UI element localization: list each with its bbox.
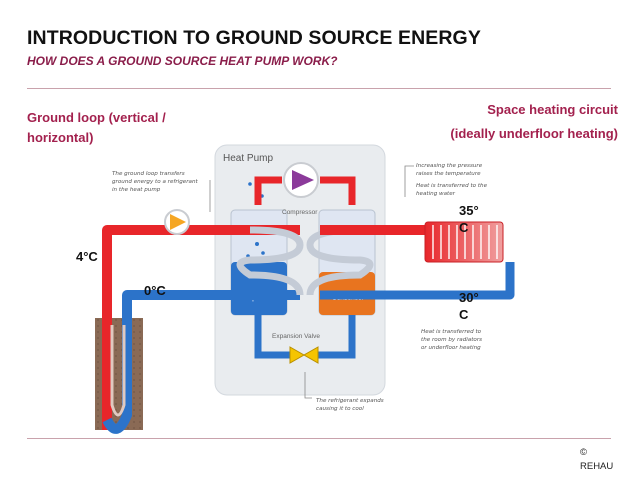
- ground-loop-flow-pipe: [102, 225, 300, 430]
- evaporator-coil: [236, 226, 304, 296]
- expansion-valve-icon: [289, 346, 306, 364]
- brand-name: REHAU: [580, 461, 614, 472]
- svg-text:Heat is transferred to: Heat is transferred to: [421, 329, 482, 335]
- note-refrigerant-expands: The refrigerant expands causing it to co…: [316, 398, 384, 412]
- svg-text:Increasing the pressure: Increasing the pressure: [416, 163, 483, 169]
- ground-loop-heading: Ground loop (vertical / horizontal): [27, 108, 207, 148]
- bottom-divider: [27, 438, 611, 439]
- note-heating-water: Heat is transferred to the heating water: [416, 183, 488, 197]
- note-pressure: Increasing the pressure raises the tempe…: [416, 163, 483, 177]
- ground-flow-temperature: 4°C: [76, 249, 98, 264]
- heating-circuit-heading-line2: (ideally underfloor heating): [450, 126, 618, 141]
- heating-circuit-heading-line1: Space heating circuit: [487, 102, 618, 117]
- page-subtitle: HOW DOES A GROUND SOURCE HEAT PUMP WORK?: [27, 54, 338, 68]
- note-ground-loop: The ground loop transfers ground energy …: [112, 171, 198, 193]
- svg-text:raises the temperature: raises the temperature: [416, 171, 481, 177]
- radiator-icon: [424, 221, 504, 263]
- ground-loop-heading-line2: horizontal): [27, 130, 94, 145]
- heating-flow-temperature-line1: 35°: [459, 203, 479, 218]
- expansion-valve-label: Expansion Valve: [272, 333, 320, 340]
- svg-text:The refrigerant expands: The refrigerant expands: [316, 398, 384, 404]
- ground-loop-heading-line1: Ground loop (vertical /: [27, 110, 166, 125]
- svg-text:The ground loop transfers: The ground loop transfers: [112, 171, 185, 177]
- heat-pump-label: Heat Pump: [223, 153, 273, 164]
- svg-text:or underfloor heating: or underfloor heating: [421, 345, 481, 351]
- svg-text:ground energy to a refrigerant: ground energy to a refrigerant: [112, 179, 198, 185]
- ground-loop-return-pipe: [102, 290, 300, 434]
- heating-return-temperature-line2: C: [459, 307, 469, 322]
- note-room-heating: Heat is transferred to the room by radia…: [421, 329, 482, 351]
- svg-text:in the heat pump: in the heat pump: [112, 187, 161, 193]
- heating-return-pipe: [320, 262, 515, 300]
- condenser-coil: [306, 226, 374, 296]
- heating-return-temperature: 30° C: [459, 289, 485, 323]
- heating-flow-temperature-line2: C: [459, 220, 469, 235]
- page-title: INTRODUCTION TO GROUND SOURCE ENERGY: [27, 27, 481, 49]
- svg-text:causing it to cool: causing it to cool: [316, 406, 364, 412]
- copyright-notice: © REHAU: [580, 446, 613, 474]
- heating-return-temperature-line1: 30°: [459, 290, 479, 305]
- refrigerant-hot-line: [254, 176, 356, 205]
- refrigerant-cold-line: [254, 315, 356, 359]
- compressor-label: Compressor: [282, 209, 318, 216]
- svg-text:the room by radiators: the room by radiators: [421, 337, 482, 343]
- top-divider: [27, 88, 611, 89]
- copyright-symbol: ©: [580, 447, 587, 458]
- evaporator-temperature: 0°C: [144, 283, 166, 298]
- svg-text:heating water: heating water: [416, 191, 456, 197]
- heating-flow-temperature: 35° C: [459, 202, 485, 236]
- heating-circuit-heading: Space heating circuit (ideally underfloo…: [408, 100, 618, 144]
- svg-text:Heat is transferred to the: Heat is transferred to the: [416, 183, 488, 189]
